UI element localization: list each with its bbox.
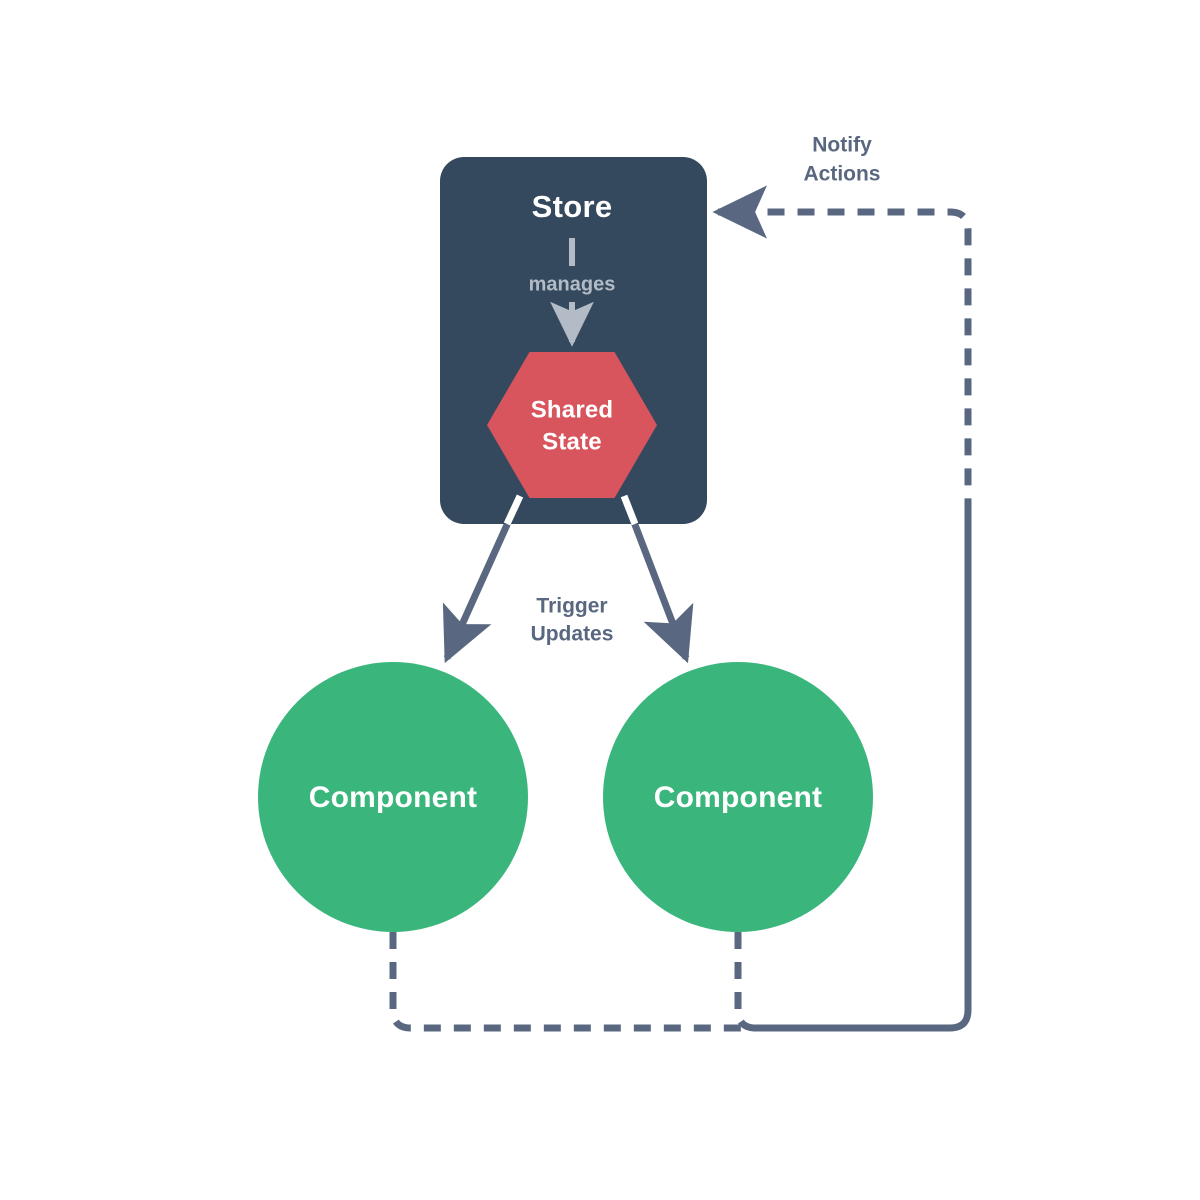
component-right-circle[interactable]	[603, 662, 873, 932]
component-left-circle[interactable]	[258, 662, 528, 932]
notify-actions-label-line1: Notify	[812, 134, 872, 157]
notify-actions-label-line2: Actions	[803, 163, 880, 186]
shared-state-label-line1: Shared	[531, 396, 614, 423]
shared-state-label-line2: State	[542, 428, 602, 455]
manages-edge: manages	[529, 238, 616, 347]
store-label: Store	[532, 189, 613, 224]
shared-state-hexagon[interactable]	[487, 352, 657, 498]
trigger-updates-label-line1: Trigger	[536, 595, 607, 618]
manages-label: manages	[529, 273, 616, 295]
component-left-label: Component	[309, 781, 477, 814]
trigger-arrow-overlap-mask	[503, 494, 639, 526]
trigger-updates-label-line2: Updates	[531, 623, 614, 646]
component-right-label: Component	[654, 781, 822, 814]
notify-actions-edge	[389, 185, 972, 1032]
